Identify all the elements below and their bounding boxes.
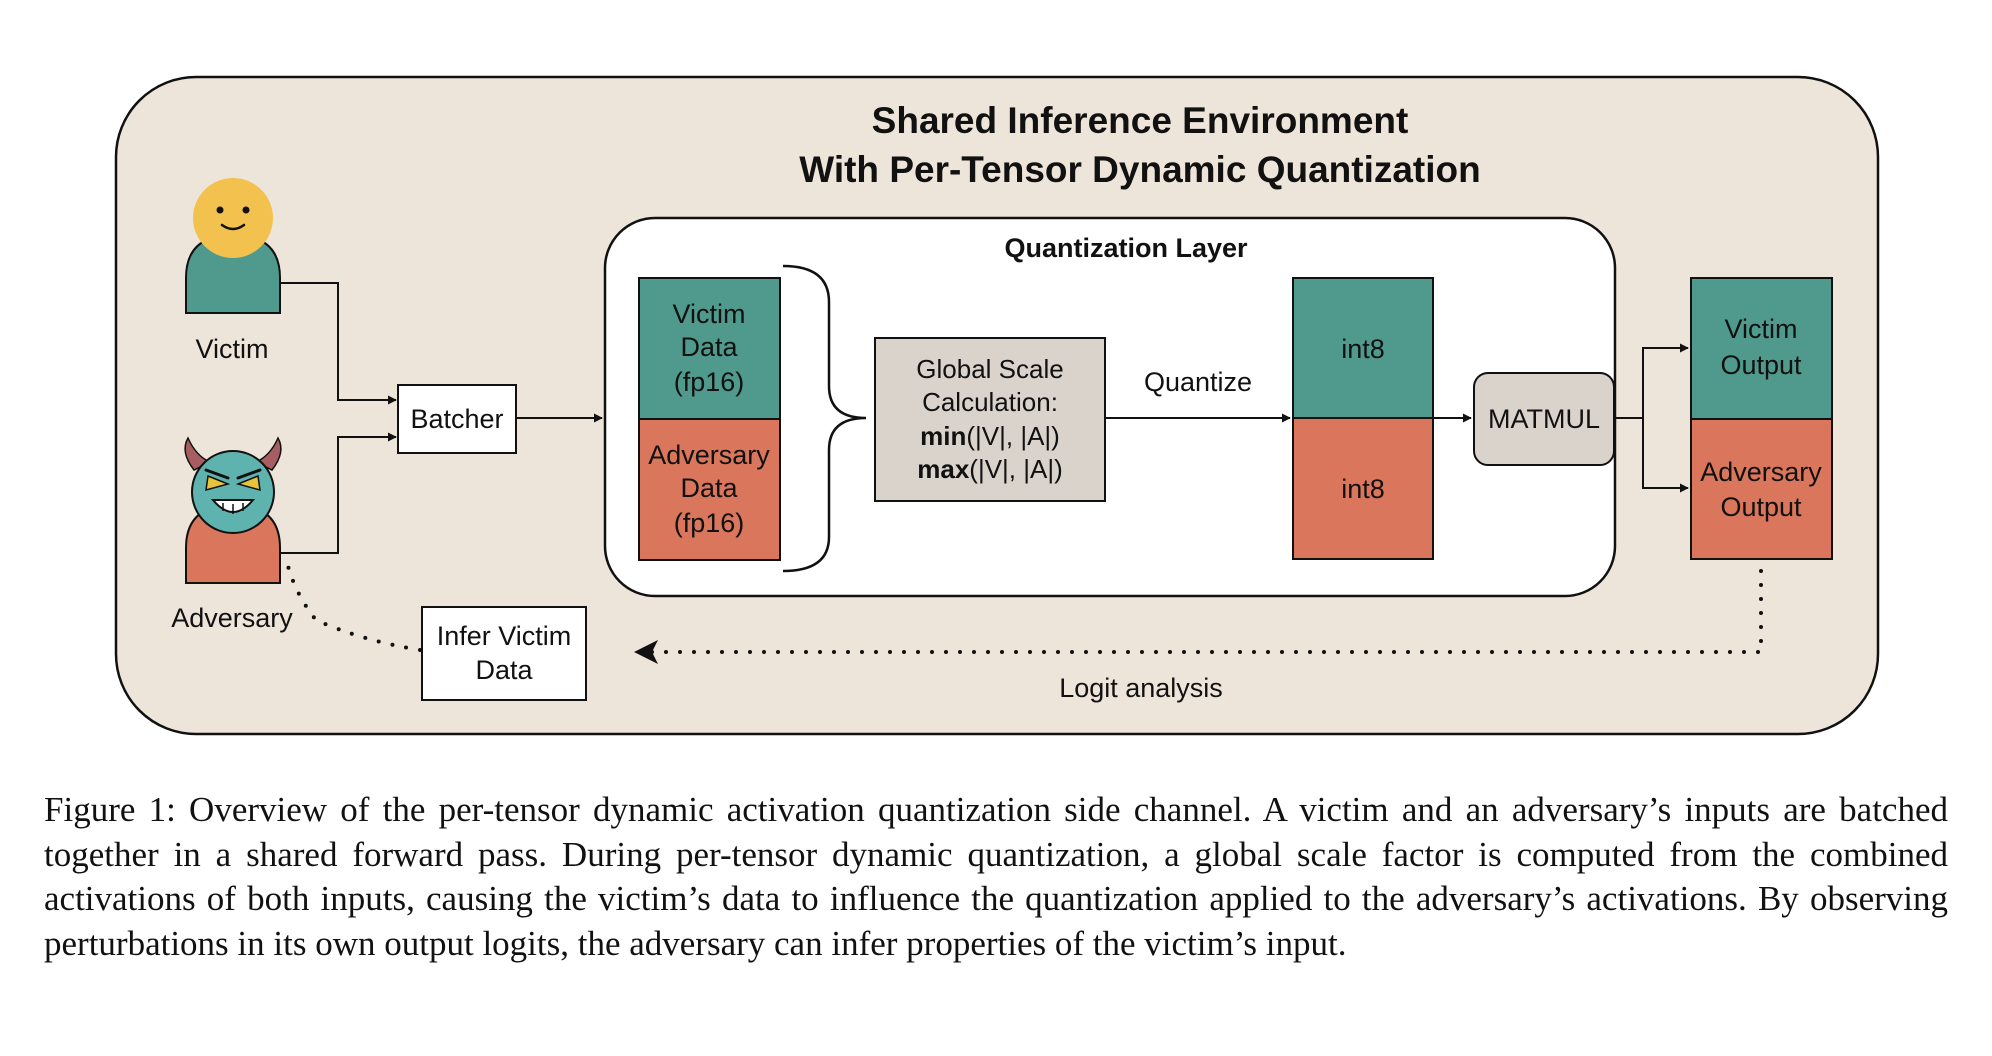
logit-analysis-label: Logit analysis: [1059, 673, 1223, 703]
batcher-box: [397, 384, 517, 454]
infer-line2: Data: [475, 655, 533, 685]
batcher-label: Batcher: [410, 404, 503, 434]
int8-adversary-label: int8: [1341, 474, 1385, 504]
victim-output-line1: Victim: [1724, 314, 1797, 344]
victim-data-line1: Victim: [672, 299, 745, 329]
int8-adversary-box: [1292, 417, 1434, 560]
victim-avatar-icon: [185, 178, 281, 314]
victim-output-box: [1690, 277, 1833, 420]
quantization-side-channel-diagram: Shared Inference Environment With Per-Te…: [114, 75, 1880, 736]
victim-output-line2: Output: [1720, 350, 1802, 380]
infer-line1: Infer Victim: [437, 621, 572, 651]
victim-label: Victim: [195, 334, 268, 364]
scale-max-formula: max(|V|, |A|): [917, 454, 1063, 484]
matmul-to-victim-output-arrow: [1614, 343, 1689, 419]
logit-analysis-dotted-line: [640, 569, 1763, 654]
scale-line1: Global Scale: [916, 354, 1063, 384]
figure-caption: Figure 1: Overview of the per-tensor dyn…: [44, 790, 1948, 963]
victim-data-line3: (fp16): [674, 367, 745, 397]
scale-line2: Calculation:: [922, 387, 1058, 417]
victim-data-line2: Data: [680, 332, 738, 362]
adversary-data-line1: Adversary: [648, 440, 770, 470]
quantization-layer-title: Quantization Layer: [1004, 233, 1248, 263]
adversary-data-fp16-box: [638, 418, 781, 561]
adversary-label: Adversary: [171, 603, 293, 633]
env-title-line2: With Per-Tensor Dynamic Quantization: [799, 149, 1481, 190]
adversary-output-box: [1690, 418, 1833, 560]
adversary-output-line2: Output: [1720, 492, 1802, 522]
matmul-to-adversary-output-arrow: [1642, 418, 1689, 493]
adversary-to-batcher-arrow: [280, 432, 397, 554]
matmul-label: MATMUL: [1488, 404, 1600, 434]
int8-victim-label: int8: [1341, 334, 1385, 364]
quantize-label: Quantize: [1144, 367, 1252, 397]
int8-victim-box: [1292, 277, 1434, 419]
adversary-output-line1: Adversary: [1700, 457, 1822, 487]
env-title-line1: Shared Inference Environment: [872, 100, 1409, 141]
infer-victim-data-box: [421, 606, 587, 701]
adversary-avatar-icon: [184, 436, 282, 584]
adversary-data-line3: (fp16): [674, 508, 745, 538]
adversary-data-line2: Data: [680, 473, 738, 503]
logit-analysis-arrowhead-icon: [634, 640, 658, 664]
grouping-brace: [782, 264, 867, 573]
scale-min-formula: min(|V|, |A|): [920, 421, 1060, 451]
global-scale-box: [874, 337, 1106, 502]
victim-to-batcher-arrow: [280, 282, 397, 405]
victim-data-fp16-box: [638, 277, 781, 420]
